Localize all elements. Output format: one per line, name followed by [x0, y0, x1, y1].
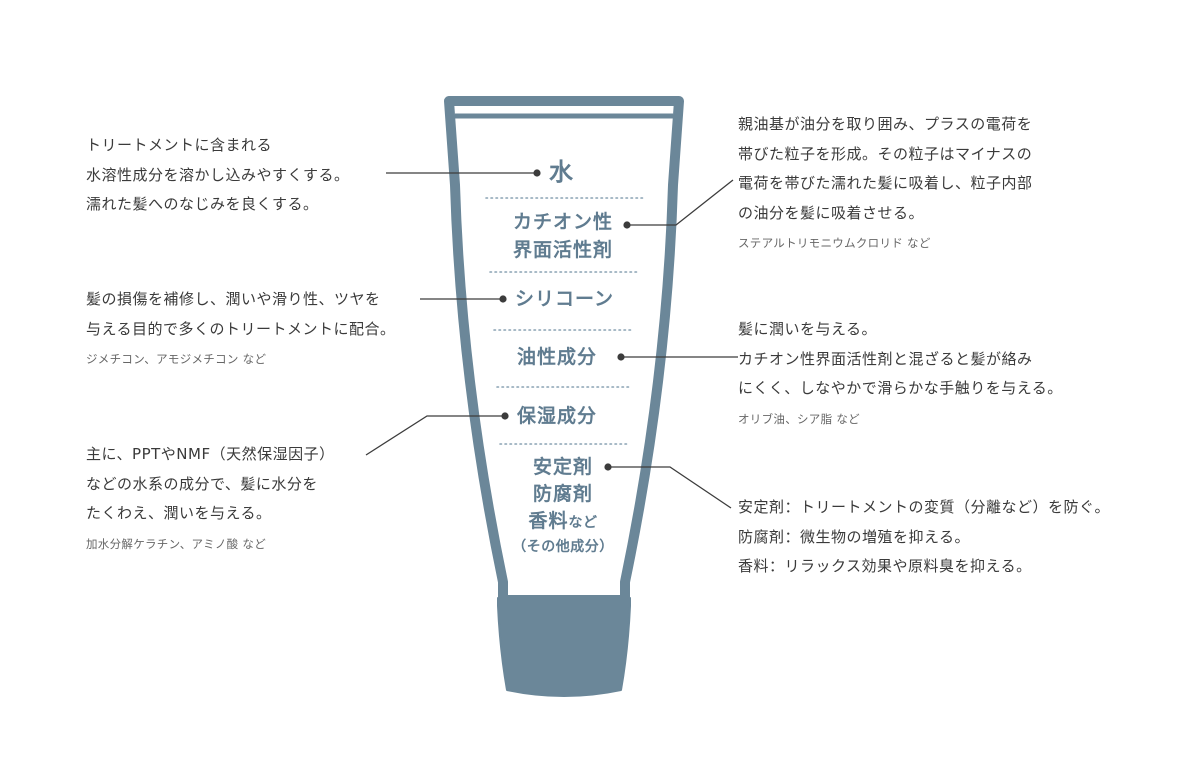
leader-others: [608, 466, 732, 509]
label-silicone: シリコーン: [515, 288, 615, 310]
leader-moisture: [365, 415, 505, 456]
dot-oil: [617, 353, 625, 361]
dot-silicone: [499, 295, 507, 303]
dot-others: [604, 463, 612, 471]
example-moisture: 加水分解ケラチン、アミノ酸 など: [86, 536, 267, 551]
example-cationic: ステアルトリモニウムクロリド など: [738, 236, 931, 250]
label-cationic: カチオン性 界面活性剤: [512, 211, 613, 261]
leader-cationic: [627, 179, 734, 226]
label-others: 安定剤 防腐剤 香料など （その他成分）: [512, 456, 614, 555]
dot-cationic: [623, 221, 631, 229]
desc-water: トリートメントに含まれる 水溶性成分を溶かし込みやすくする。 濡れた髪へのなじみ…: [86, 136, 350, 213]
label-water: 水: [549, 158, 574, 186]
desc-others: 安定剤：トリートメントの変質（分離など）を防ぐ。 防腐剤：微生物の増殖を抑える。…: [738, 498, 1111, 575]
example-oil: オリブ油、シア脂 など: [738, 411, 860, 426]
dot-water: [533, 169, 541, 177]
dot-moisture: [501, 412, 509, 420]
example-silicone: ジメチコン、アモジメチコン など: [86, 352, 267, 366]
desc-moisture: 主に、PPTやNMF（天然保湿因子） などの水系の成分で、髪に水分を たくわえ、…: [86, 440, 335, 555]
tube-cap: [497, 597, 631, 697]
desc-cationic: 親油基が油分を取り囲み、プラスの電荷を 帯びた粒子を形成。その粒子はマイナスの …: [738, 110, 1033, 254]
label-moisture: 保湿成分: [517, 405, 598, 427]
label-oil: 油性成分: [517, 346, 598, 368]
desc-oil: 髪に潤いを与える。 カチオン性界面活性剤と混ざると髪が絡み にくく、しなやかで滑…: [738, 315, 1063, 430]
desc-silicone: 髪の損傷を補修し、潤いや滑り性、ツヤを 与える目的で多くのトリートメントに配合。…: [86, 285, 396, 370]
